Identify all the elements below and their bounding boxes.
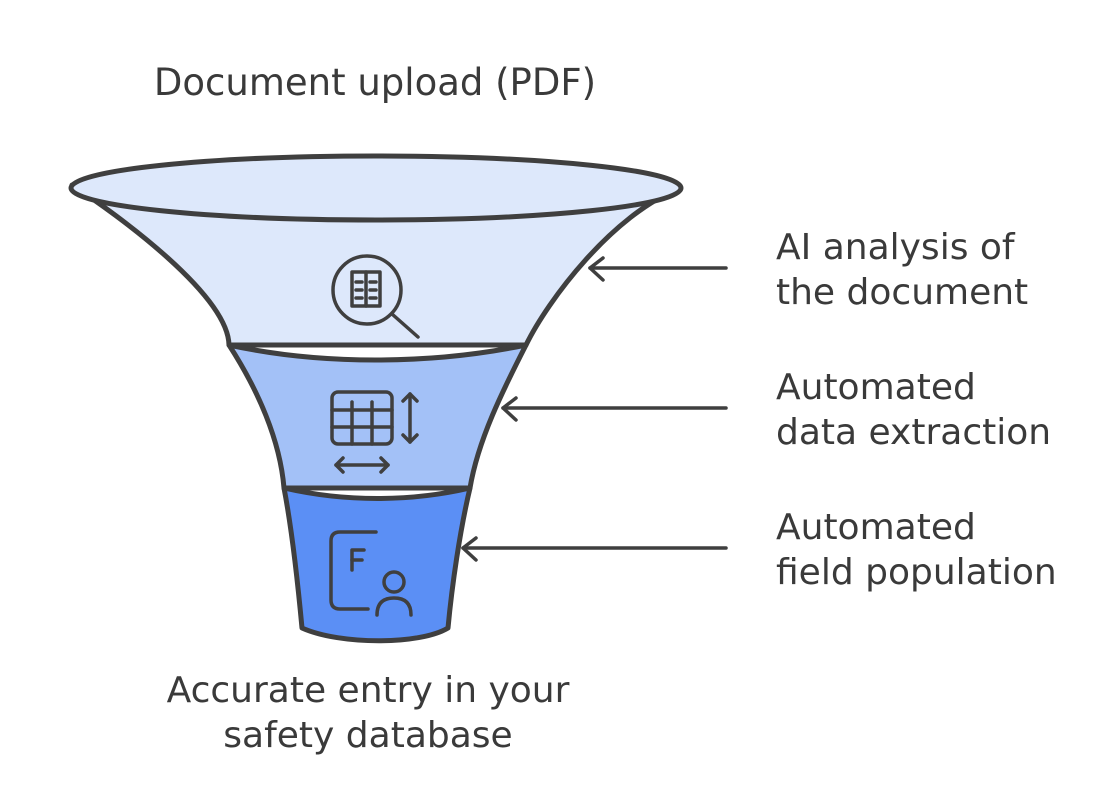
arrow-extraction — [501, 396, 728, 422]
funnel-section-extraction — [226, 342, 529, 491]
table-resize-icon — [330, 390, 419, 474]
bottom-label: Accurate entry in your safety database — [0, 668, 736, 758]
top-label: Document upload (PDF) — [153, 61, 597, 104]
document-search-icon — [331, 254, 420, 339]
funnel-rim — [68, 153, 684, 223]
bottom-label-line-1: Accurate entry in your — [166, 670, 570, 711]
stage-label-extraction: Automated data extraction — [776, 365, 1051, 455]
stage-label-line: data extraction — [776, 412, 1052, 453]
bottom-label-line-2: safety database — [223, 715, 513, 756]
stage-label-population: Automated field population — [776, 505, 1057, 595]
stage-label-line: Automated — [776, 367, 976, 408]
arrow-analysis — [588, 256, 728, 282]
stage-label-line: Automated — [776, 507, 976, 548]
connector-arrows — [461, 256, 728, 562]
stage-label-line: field population — [776, 552, 1057, 593]
stage-label-line: AI analysis of — [776, 227, 1015, 268]
stage-label-analysis: AI analysis of the document — [776, 225, 1028, 315]
funnel-section-population — [281, 485, 473, 644]
arrow-population — [461, 536, 728, 562]
stage-label-line: the document — [776, 272, 1029, 313]
form-user-icon — [329, 530, 413, 617]
